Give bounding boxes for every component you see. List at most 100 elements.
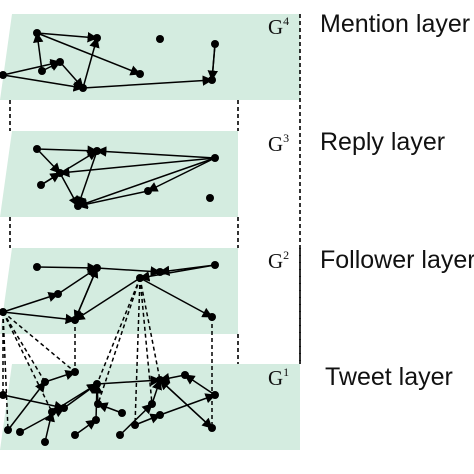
edge [95,146,216,159]
node [93,380,101,388]
edge [139,277,213,318]
node [181,371,189,379]
node [156,376,164,384]
edge [134,413,161,426]
node [71,316,79,324]
node [136,274,144,282]
mention-layer-label: Mention layer [320,10,471,38]
edge [184,374,216,396]
node [208,424,216,432]
interlayer-dashed-link [2,311,9,431]
edge [36,262,99,274]
node [16,428,24,436]
node [211,154,219,162]
node [156,268,164,276]
interlayer-dashed-link [139,277,153,405]
interlayer-dashed-link [2,311,53,413]
node [71,431,79,439]
edge [2,311,77,325]
node [208,76,216,84]
node [0,71,7,79]
node [93,264,101,272]
reply-layer-label: Reply layer [320,128,446,156]
edge [82,36,100,89]
edge [59,172,79,207]
edge [7,381,46,431]
node [79,84,87,92]
node [0,308,7,316]
interlayer-dashed-link [2,311,76,373]
node [131,421,139,429]
node [156,411,164,419]
node [74,202,82,210]
tweet-graph-label: G1 [268,365,290,390]
edge [159,379,213,429]
edge [36,148,61,174]
node [48,408,56,416]
edge [74,267,99,321]
follower-graph-label: G2 [268,248,290,273]
edge [36,32,141,76]
interlayer-dashed-link [134,277,141,426]
node [148,400,156,408]
edge [2,394,66,412]
node [206,194,214,202]
node [144,187,152,195]
interlayer-dashed-link [96,277,141,385]
interlayer-dashed-link [97,277,141,405]
node [33,145,41,153]
node [60,404,68,412]
node [33,263,41,271]
mention-plane [0,14,300,100]
node [38,67,46,75]
node [116,431,124,439]
edge [207,43,219,82]
edge [33,31,44,72]
reply-graph-label: G3 [268,131,290,156]
interlayer-dashed-link [139,277,161,381]
edge [158,372,186,384]
edge [147,157,216,192]
edge [58,157,216,178]
node [41,438,49,446]
reply-plane [0,131,238,217]
edge [82,75,214,89]
edge [74,277,141,321]
node [208,313,216,321]
node [41,378,49,386]
node [56,58,64,66]
edge [44,410,55,443]
node [56,169,64,177]
follower-layer-label: Follower layer [320,246,474,274]
node [211,261,219,269]
edge [40,150,98,186]
tweet-layer-label: Tweet layer [325,363,453,391]
edge [76,190,149,210]
node [54,290,62,298]
edge [97,402,123,414]
node [0,391,7,399]
edge [2,74,85,92]
edge [74,419,97,436]
edge [2,291,59,313]
edge [44,370,76,383]
node [211,40,219,48]
node [211,391,219,399]
edge [151,379,162,405]
node [156,35,164,43]
node [93,147,101,155]
edge [19,407,65,433]
node [93,34,101,42]
node [94,400,102,408]
node [37,181,45,189]
edge [36,31,99,43]
node [136,70,144,78]
edge [119,403,153,436]
node [118,409,126,417]
edge [138,264,216,282]
node [33,29,41,37]
node [4,426,12,434]
node [92,416,100,424]
node [71,368,79,376]
